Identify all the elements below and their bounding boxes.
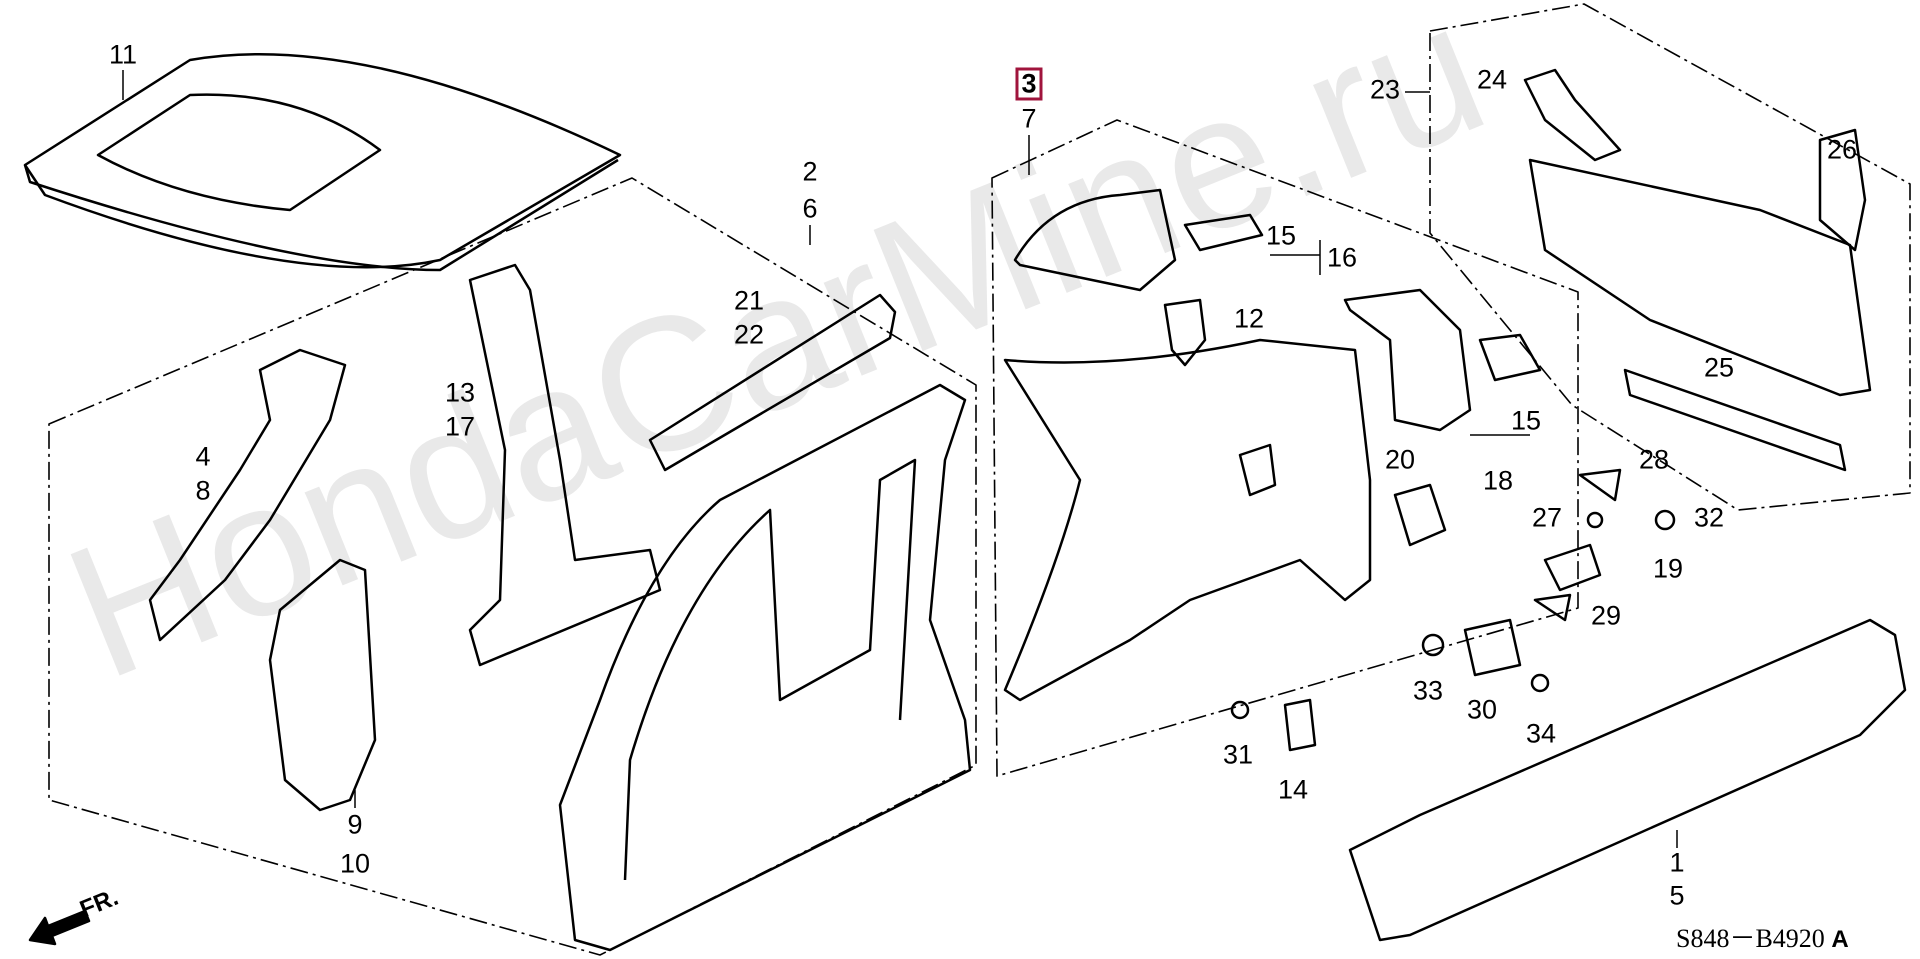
callout-15[interactable]: 15	[1265, 220, 1297, 251]
rear-fender-part	[1003, 338, 1372, 702]
part-25	[1623, 368, 1847, 472]
callout-34[interactable]: 34	[1525, 718, 1557, 749]
part-34	[1530, 673, 1550, 693]
roof-side-rail-part	[648, 293, 897, 472]
callout-17[interactable]: 17	[444, 411, 476, 442]
callout-7[interactable]: 7	[1021, 103, 1037, 134]
group-outline-rear-panel	[1429, 3, 1911, 511]
callout-10[interactable]: 10	[339, 848, 371, 879]
callout-33[interactable]: 33	[1412, 675, 1444, 706]
part-27	[1586, 511, 1604, 529]
callout-24[interactable]: 24	[1476, 64, 1508, 95]
callout-18[interactable]: 18	[1482, 465, 1514, 496]
callout-8[interactable]: 8	[195, 475, 211, 506]
part-24	[1523, 68, 1622, 162]
part-33	[1421, 633, 1445, 657]
part-20	[1393, 483, 1447, 547]
side-sill-part	[1348, 618, 1907, 942]
fuel-lid-part-19	[1543, 543, 1602, 592]
diagram-code-text: S848－B4920	[1676, 924, 1825, 953]
callout-12[interactable]: 12	[1233, 303, 1265, 334]
bracket-15b-part	[1478, 333, 1542, 382]
diagram-revision: A	[1831, 926, 1849, 953]
bracket-12-part	[1163, 298, 1207, 367]
callout-16[interactable]: 16	[1326, 242, 1358, 273]
callout-29[interactable]: 29	[1590, 600, 1622, 631]
group-outline-rear-fender	[991, 119, 1579, 777]
diagram-code: S848－B4920 A	[1676, 918, 1849, 955]
part-14	[1283, 698, 1317, 752]
outer-side-panel-part	[558, 383, 972, 952]
callout-32[interactable]: 32	[1693, 502, 1725, 533]
group-outline-side-panel	[48, 177, 977, 956]
rear-panel-part-23	[1528, 158, 1872, 397]
callout-22[interactable]: 22	[733, 319, 765, 350]
callout-6[interactable]: 6	[802, 193, 818, 224]
callout-4[interactable]: 4	[195, 441, 211, 472]
callout-23[interactable]: 23	[1369, 74, 1401, 105]
center-pillar-part	[468, 263, 662, 667]
wheelhouse-part	[1013, 188, 1177, 292]
callout-9[interactable]: 9	[347, 809, 363, 840]
part-32	[1654, 509, 1676, 531]
inner-wheelhouse-part	[1343, 288, 1472, 432]
callout-13[interactable]: 13	[444, 377, 476, 408]
front-pillar-lower-part	[268, 558, 377, 812]
part-26	[1818, 128, 1867, 252]
callout-28[interactable]: 28	[1638, 444, 1670, 475]
part-29	[1533, 593, 1572, 622]
callout-14[interactable]: 14	[1277, 774, 1309, 805]
part-31	[1230, 700, 1250, 720]
part-28	[1578, 468, 1622, 502]
callout-2[interactable]: 2	[802, 156, 818, 187]
callout-26[interactable]: 26	[1826, 134, 1858, 165]
front-pillar-inner-part	[148, 348, 347, 642]
part-30	[1463, 618, 1522, 677]
roof-panel-part	[23, 52, 622, 272]
callout-31[interactable]: 31	[1222, 739, 1254, 770]
callout-11[interactable]: 11	[108, 39, 138, 70]
callout-19[interactable]: 19	[1652, 553, 1684, 584]
callout-3-highlighted[interactable]: 3	[1015, 67, 1043, 101]
callout-15b[interactable]: 15	[1510, 405, 1542, 436]
callout-27[interactable]: 27	[1531, 502, 1563, 533]
front-direction-arrow-icon	[28, 909, 91, 946]
callout-21[interactable]: 21	[733, 285, 765, 316]
callout-1[interactable]: 1	[1669, 847, 1685, 878]
callout-20[interactable]: 20	[1384, 444, 1416, 475]
callout-25[interactable]: 25	[1703, 352, 1735, 383]
callout-30[interactable]: 30	[1466, 694, 1498, 725]
bracket-15-part	[1183, 213, 1264, 252]
leader-lines	[122, 70, 1678, 848]
callout-5[interactable]: 5	[1669, 880, 1685, 911]
